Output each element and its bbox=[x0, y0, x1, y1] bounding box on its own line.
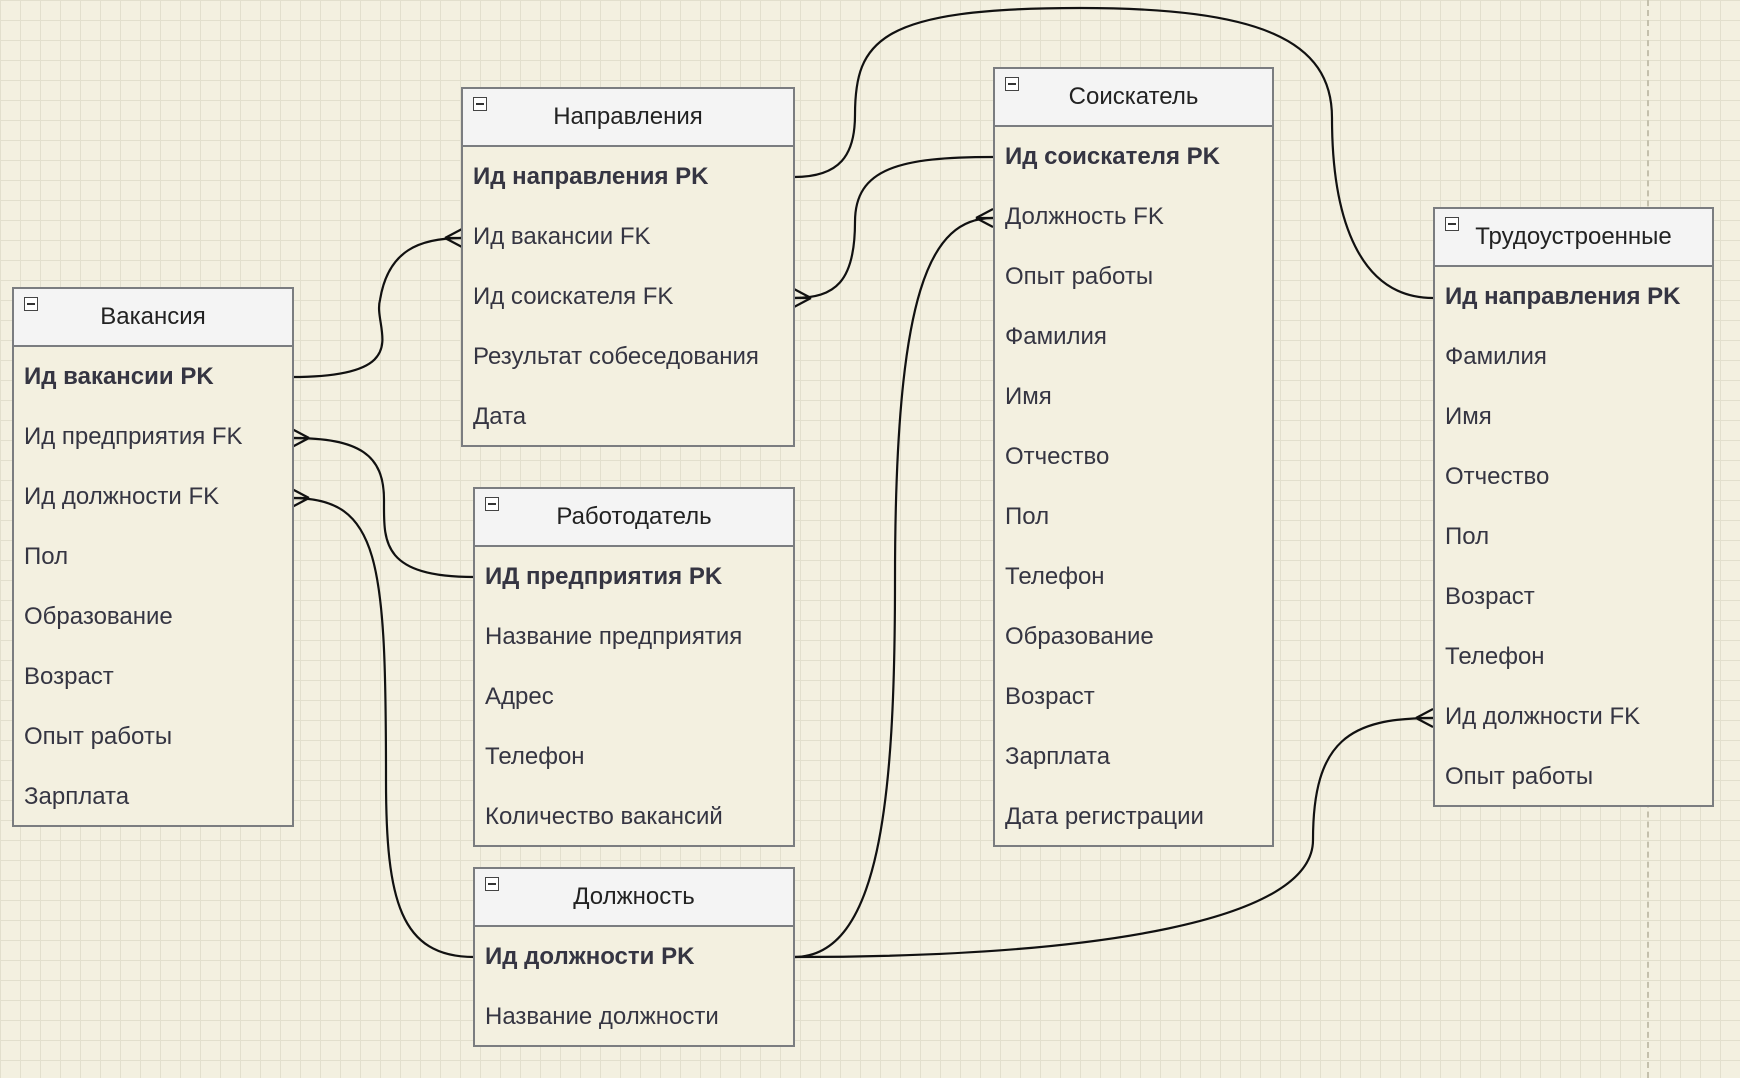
field[interactable]: Фамилия bbox=[1005, 323, 1107, 350]
field[interactable]: Дата bbox=[473, 403, 527, 430]
field[interactable]: Количество вакансий bbox=[485, 803, 723, 830]
field-foreign-key[interactable]: Ид соискателя FK bbox=[473, 283, 674, 310]
relation-vacancy-directions bbox=[291, 236, 463, 379]
crowfoot-employed-position-fk bbox=[1415, 708, 1434, 728]
collapse-icon[interactable] bbox=[24, 297, 38, 311]
collapse-icon[interactable] bbox=[485, 877, 499, 891]
field-foreign-key[interactable]: Ид должности FK bbox=[24, 483, 220, 510]
field[interactable]: Отчество bbox=[1445, 463, 1550, 490]
entity-position[interactable]: Должность Ид должности PK Название должн… bbox=[473, 867, 795, 1047]
crowfoot-vacancy-position-fk bbox=[291, 488, 310, 508]
field[interactable]: Опыт работы bbox=[1005, 263, 1154, 290]
entity-header[interactable]: Трудоустроенные bbox=[1435, 209, 1712, 267]
entity-header[interactable]: Работодатель bbox=[475, 489, 793, 547]
field[interactable]: Имя bbox=[1445, 403, 1492, 430]
field[interactable]: Телефон bbox=[1005, 563, 1105, 590]
field[interactable]: Телефон bbox=[485, 743, 585, 770]
field[interactable]: Возраст bbox=[1005, 683, 1095, 710]
field[interactable]: Зарплата bbox=[1005, 743, 1111, 770]
field-foreign-key[interactable]: Ид предприятия FK bbox=[24, 423, 243, 450]
entity-header[interactable]: Вакансия bbox=[14, 289, 292, 347]
entity-directions[interactable]: Направления Ид направления PK Ид ваканси… bbox=[461, 87, 795, 447]
entity-header[interactable]: Соискатель bbox=[995, 69, 1272, 127]
field-foreign-key[interactable]: Ид должности FK bbox=[1445, 703, 1641, 730]
entity-title: Соискатель bbox=[1068, 83, 1199, 110]
field[interactable]: Опыт работы bbox=[24, 723, 173, 750]
field-primary-key[interactable]: Ид соискателя PK bbox=[1005, 143, 1220, 170]
relation-applicant-directions bbox=[793, 155, 994, 300]
collapse-icon[interactable] bbox=[1005, 77, 1019, 91]
collapse-icon[interactable] bbox=[485, 497, 499, 511]
field[interactable]: Возраст bbox=[1445, 583, 1535, 610]
crowfoot-directions-vacancy-fk bbox=[444, 228, 463, 248]
entity-employed[interactable]: Трудоустроенные Ид направления PK Фамили… bbox=[1433, 207, 1714, 807]
entity-title: Должность bbox=[573, 883, 695, 910]
entity-title: Трудоустроенные bbox=[1475, 223, 1672, 250]
relation-position-employed bbox=[793, 716, 1434, 959]
entity-employer[interactable]: Работодатель ИД предприятия PK Название … bbox=[473, 487, 795, 847]
field[interactable]: Результат собеседования bbox=[473, 343, 759, 370]
entity-title: Вакансия bbox=[100, 303, 206, 330]
field-primary-key[interactable]: Ид направления PK bbox=[1445, 283, 1681, 310]
field[interactable]: Пол bbox=[24, 543, 69, 570]
relation-position-applicant bbox=[793, 216, 994, 959]
field[interactable]: Зарплата bbox=[24, 783, 130, 810]
relation-employer-vacancy bbox=[291, 436, 475, 579]
entity-applicant[interactable]: Соискатель Ид соискателя PK Должность FK… bbox=[993, 67, 1274, 847]
crowfoot-applicant-position-fk bbox=[975, 208, 994, 228]
relation-directions-employed bbox=[793, 6, 1434, 300]
field[interactable]: Отчество bbox=[1005, 443, 1110, 470]
crowfoot-vacancy-enterprise-fk bbox=[291, 428, 310, 448]
entity-title: Направления bbox=[553, 103, 703, 130]
crowfoot-directions-applicant-fk bbox=[793, 288, 812, 308]
field-primary-key[interactable]: Ид должности PK bbox=[485, 943, 695, 970]
field[interactable]: Адрес bbox=[485, 683, 554, 710]
entity-header[interactable]: Направления bbox=[463, 89, 793, 147]
field-primary-key[interactable]: Ид направления PK bbox=[473, 163, 709, 190]
collapse-icon[interactable] bbox=[473, 97, 487, 111]
field-foreign-key[interactable]: Должность FK bbox=[1005, 203, 1164, 230]
field-primary-key[interactable]: Ид вакансии PK bbox=[24, 363, 214, 390]
field-foreign-key[interactable]: Ид вакансии FK bbox=[473, 223, 651, 250]
field[interactable]: Дата регистрации bbox=[1005, 803, 1204, 830]
entity-header[interactable]: Должность bbox=[475, 869, 793, 927]
collapse-icon[interactable] bbox=[1445, 217, 1459, 231]
entity-title: Работодатель bbox=[556, 503, 712, 530]
field-primary-key[interactable]: ИД предприятия PK bbox=[485, 563, 723, 590]
field[interactable]: Пол bbox=[1005, 503, 1050, 530]
field[interactable]: Название должности bbox=[485, 1003, 719, 1030]
field[interactable]: Пол bbox=[1445, 523, 1490, 550]
field[interactable]: Телефон bbox=[1445, 643, 1545, 670]
relation-position-vacancy bbox=[291, 496, 475, 959]
field[interactable]: Возраст bbox=[24, 663, 114, 690]
field[interactable]: Название предприятия bbox=[485, 623, 743, 650]
field[interactable]: Имя bbox=[1005, 383, 1052, 410]
field[interactable]: Фамилия bbox=[1445, 343, 1547, 370]
field[interactable]: Образование bbox=[24, 603, 173, 630]
entity-vacancy[interactable]: Вакансия Ид вакансии PK Ид предприятия F… bbox=[12, 287, 294, 827]
field[interactable]: Опыт работы bbox=[1445, 763, 1594, 790]
field[interactable]: Образование bbox=[1005, 623, 1154, 650]
